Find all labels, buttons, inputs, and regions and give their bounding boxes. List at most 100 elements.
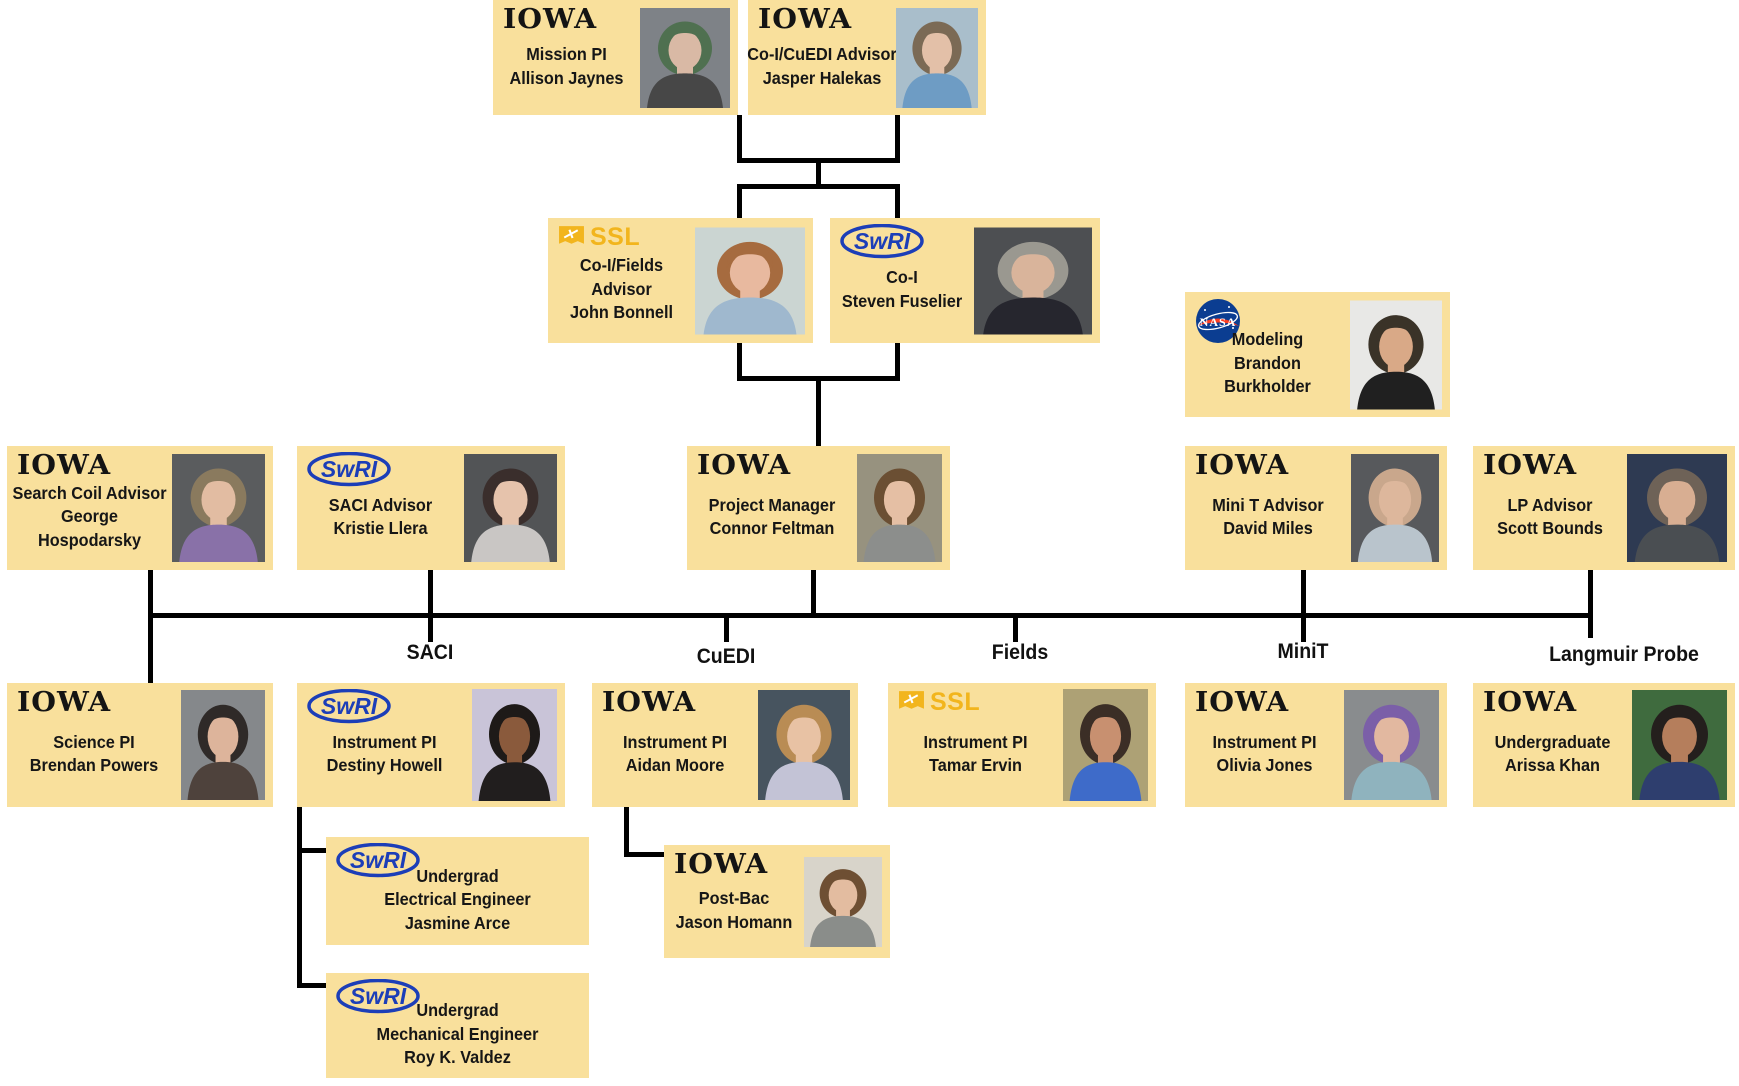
person-name: John Bonnell [569, 302, 674, 323]
iowa-wordmark-text: IOWA [1483, 687, 1578, 718]
person-name: Connor Feltman [709, 518, 835, 538]
connector-line [816, 381, 821, 446]
person-card-scott-bounds: IOWA LP Advisor Scott Bounds [1473, 446, 1735, 570]
person-photo [896, 7, 978, 108]
svg-text:NASA: NASA [1200, 315, 1237, 329]
person-name: Arissa Khan [1505, 755, 1600, 775]
person-name: Jasmine Arce [404, 912, 511, 933]
person-role: Co-I/Fields Advisor [579, 255, 664, 299]
person-card-jasper-halekas: IOWA Co-I/CuEDI Advisor Jasper Halekas [747, 0, 986, 115]
portrait-photo [857, 454, 942, 562]
person-text: Instrument PI Aidan Moore [603, 709, 746, 799]
ssl-wordmark-text: SSL [930, 688, 981, 716]
branch-label-minit: MiniT [1277, 640, 1329, 663]
person-card-destiny-howell: SwRI Instrument PI Destiny Howell [297, 683, 565, 807]
swri-ellipse-icon: SwRI [840, 224, 924, 259]
portrait-photo [1632, 690, 1727, 800]
connector-line [737, 115, 742, 163]
person-photo [1627, 454, 1727, 562]
portrait-photo [1344, 690, 1439, 800]
iowa-wordmark-text: IOWA [1483, 450, 1578, 481]
person-role: Science PI [53, 731, 135, 752]
person-role: Instrument PI [622, 731, 727, 752]
connector-line [737, 189, 742, 218]
person-role: Instrument PI [332, 731, 437, 752]
person-name: Tamar Ervin [929, 755, 1022, 775]
person-text: Undergrad Electrical Engineer Jasmine Ar… [341, 863, 574, 937]
ssl-wordmark-text: SSL [590, 223, 641, 251]
person-role: Instrument PI [1212, 731, 1317, 752]
nasa-meatball-icon: NASA [1196, 299, 1240, 343]
person-role: Project Manager [708, 494, 836, 515]
person-card-brendan-powers: IOWA Science PI Brendan Powers [7, 683, 273, 807]
person-role: Co-I/CuEDI Advisor [747, 44, 897, 65]
person-card-tamar-ervin: SSL Instrument PI Tamar Ervin [888, 683, 1156, 807]
person-name: Kristie Llera [333, 518, 428, 538]
person-role: Undergrad Electrical Engineer [384, 865, 531, 910]
iowa-wordmark-text: IOWA [17, 450, 112, 481]
iowa-logo: IOWA [674, 851, 767, 878]
portrait-photo [464, 454, 557, 562]
person-photo [1632, 690, 1727, 800]
person-card-connor-feltman: IOWA Project Manager Connor Feltman [687, 446, 950, 570]
connector-line [624, 852, 668, 857]
person-name: Aidan Moore [625, 755, 725, 775]
person-photo [758, 690, 850, 800]
iowa-wordmark-text: IOWA [17, 687, 112, 718]
person-role: Co-I [886, 267, 918, 288]
swri-logo: SwRI [840, 224, 924, 260]
connector-line [1013, 618, 1018, 642]
connector-line [148, 570, 153, 683]
swri-logo: SwRI [307, 689, 391, 725]
person-text: Mini T Advisor David Miles [1196, 472, 1339, 562]
connector-line [297, 983, 329, 988]
person-role: Mission PI [526, 44, 607, 65]
person-text: Instrument PI Olivia Jones [1196, 709, 1333, 799]
person-role: Post-Bac [698, 888, 770, 909]
connector-line [895, 343, 900, 381]
person-card-george-hospodarsky: IOWA Search Coil Advisor George Hospodar… [7, 446, 273, 570]
iowa-logo: IOWA [758, 6, 851, 33]
iowa-logo: IOWA [697, 452, 790, 479]
connector-line [811, 570, 816, 616]
ssl-logo: SSL [558, 224, 640, 251]
person-text: SACI Advisor Kristie Llera [308, 472, 452, 562]
iowa-wordmark-text: IOWA [697, 450, 792, 481]
person-photo [640, 7, 730, 108]
person-card-john-bonnell: SSL Co-I/Fields Advisor John Bonnell [548, 218, 813, 343]
person-text: Project Manager Connor Feltman [699, 472, 846, 562]
portrait-photo [1063, 689, 1148, 801]
connector-line [148, 613, 1593, 618]
ssl-logo: SSL [898, 689, 980, 716]
person-name: Allison Jaynes [509, 67, 624, 88]
person-name: Jason Homann [675, 911, 793, 932]
iowa-logo: IOWA [1483, 689, 1576, 716]
connector-line [428, 570, 433, 642]
nasa-logo: NASA [1195, 298, 1241, 344]
connector-line [816, 163, 821, 189]
person-text: Modeling Brandon Burkholder [1196, 318, 1338, 409]
person-role: SACI Advisor [328, 494, 433, 515]
connector-line [297, 807, 302, 988]
swri-ellipse-icon: SwRI [307, 452, 391, 487]
person-card-brandon-burkholder: NASA Modeling Brandon Burkholder [1185, 292, 1450, 417]
person-role: Search Coil Advisor [12, 482, 167, 503]
svg-text:SwRI: SwRI [350, 847, 407, 873]
swri-logo: SwRI [336, 979, 420, 1015]
person-name: Jasper Halekas [762, 67, 882, 88]
person-text: Instrument PI Tamar Ervin [900, 709, 1052, 799]
person-name: Scott Bounds [1497, 518, 1603, 538]
iowa-logo: IOWA [17, 689, 110, 716]
iowa-logo: IOWA [1195, 452, 1288, 479]
person-photo [974, 227, 1092, 334]
connector-line [737, 376, 900, 381]
person-photo [695, 227, 805, 334]
person-name: Destiny Howell [326, 755, 443, 775]
portrait-photo [1350, 300, 1442, 409]
ssl-flag-icon [559, 226, 584, 244]
branch-label-cuedi: CuEDI [696, 645, 756, 668]
connector-line [737, 343, 742, 381]
person-card-arissa-khan: IOWA Undergraduate Arissa Khan [1473, 683, 1735, 807]
person-role: LP Advisor [1507, 494, 1593, 515]
iowa-logo: IOWA [1195, 689, 1288, 716]
